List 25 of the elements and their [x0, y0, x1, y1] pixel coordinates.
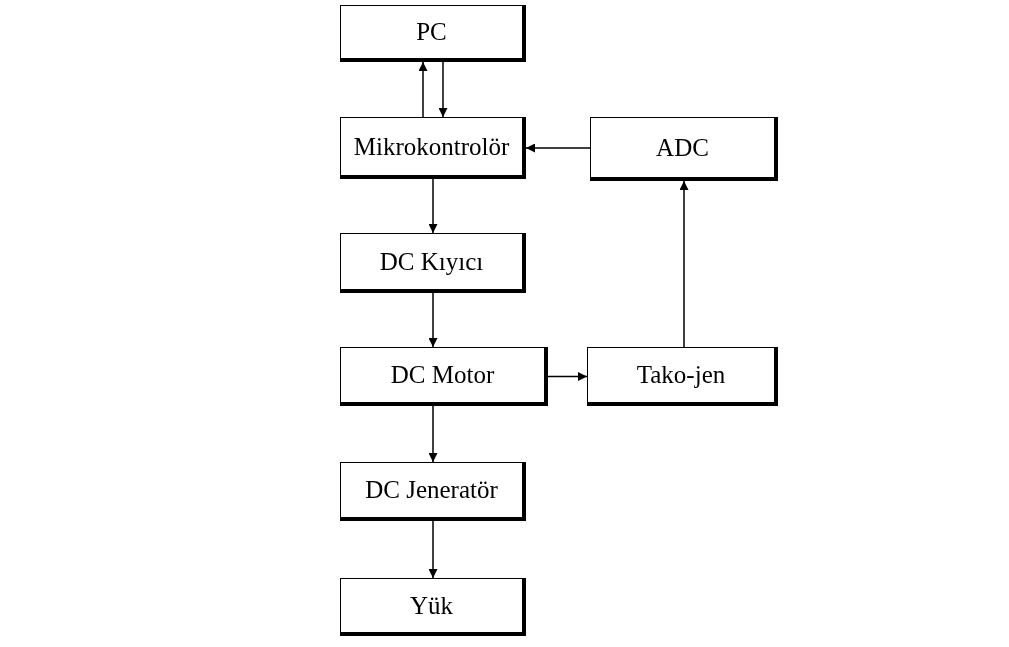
- arrow: [547, 372, 588, 381]
- block-box: [340, 233, 526, 293]
- block-label: PC: [416, 18, 447, 46]
- block-box: [340, 347, 548, 406]
- arrow: [428, 292, 438, 348]
- block-box: [590, 117, 778, 181]
- block-box: [340, 117, 526, 179]
- block-label: DC Jeneratör: [365, 476, 498, 504]
- block-box: [340, 5, 526, 62]
- arrow: [418, 61, 428, 118]
- arrow: [438, 61, 448, 118]
- block-label: Tako-jen: [636, 361, 726, 389]
- block-box: [340, 578, 526, 636]
- arrow: [679, 180, 689, 348]
- block-label: DC Motor: [390, 361, 495, 389]
- block-label: ADC: [656, 133, 709, 162]
- block-label: Mikrokontrolör: [353, 132, 510, 161]
- block-label: DC Kıyıcı: [379, 247, 484, 276]
- block-box: [587, 347, 778, 406]
- arrow: [428, 178, 438, 234]
- arrow: [428, 405, 438, 463]
- arrow: [525, 143, 591, 153]
- arrow: [428, 520, 438, 579]
- block-label: Yük: [409, 591, 454, 620]
- block-box: [340, 462, 526, 521]
